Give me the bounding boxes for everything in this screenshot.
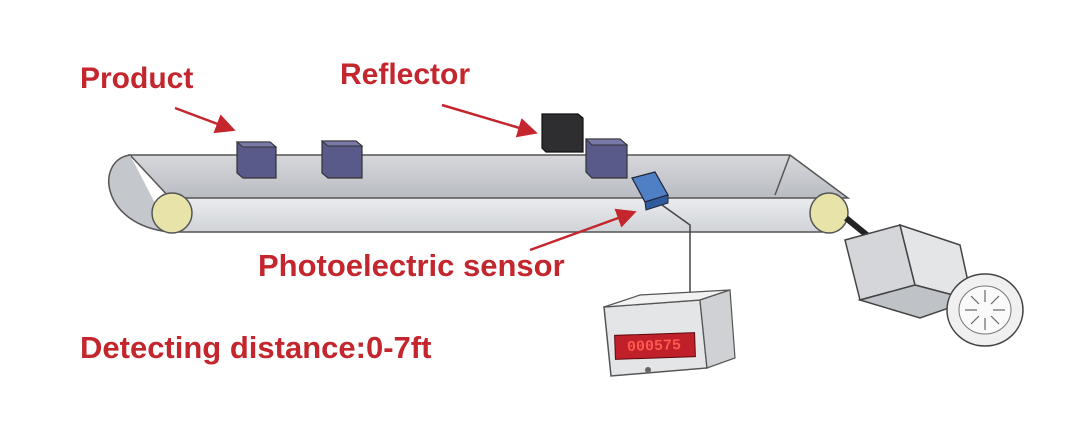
reflector-label: Reflector — [340, 58, 471, 91]
right-roller — [809, 192, 849, 234]
conveyor-belt — [108, 154, 851, 233]
detecting-distance-label: Detecting distance:0-7ft — [80, 330, 432, 365]
product-box-2 — [320, 140, 364, 179]
product-box-1 — [235, 141, 278, 179]
sensor-cable — [661, 204, 691, 300]
photoelectric-sensor — [631, 171, 669, 211]
product-box-3 — [584, 138, 629, 179]
left-roller — [151, 192, 193, 234]
counter-display: 000575 — [626, 337, 682, 356]
sensor-arrow — [529, 208, 637, 252]
product-label: Product — [80, 62, 194, 95]
product-arrow — [174, 106, 236, 134]
reflector — [541, 113, 584, 153]
counter-device — [603, 289, 736, 377]
sensor-label: Photoelectric sensor — [258, 248, 565, 283]
drive-motor — [844, 215, 1024, 347]
reflector-arrow — [441, 103, 538, 138]
